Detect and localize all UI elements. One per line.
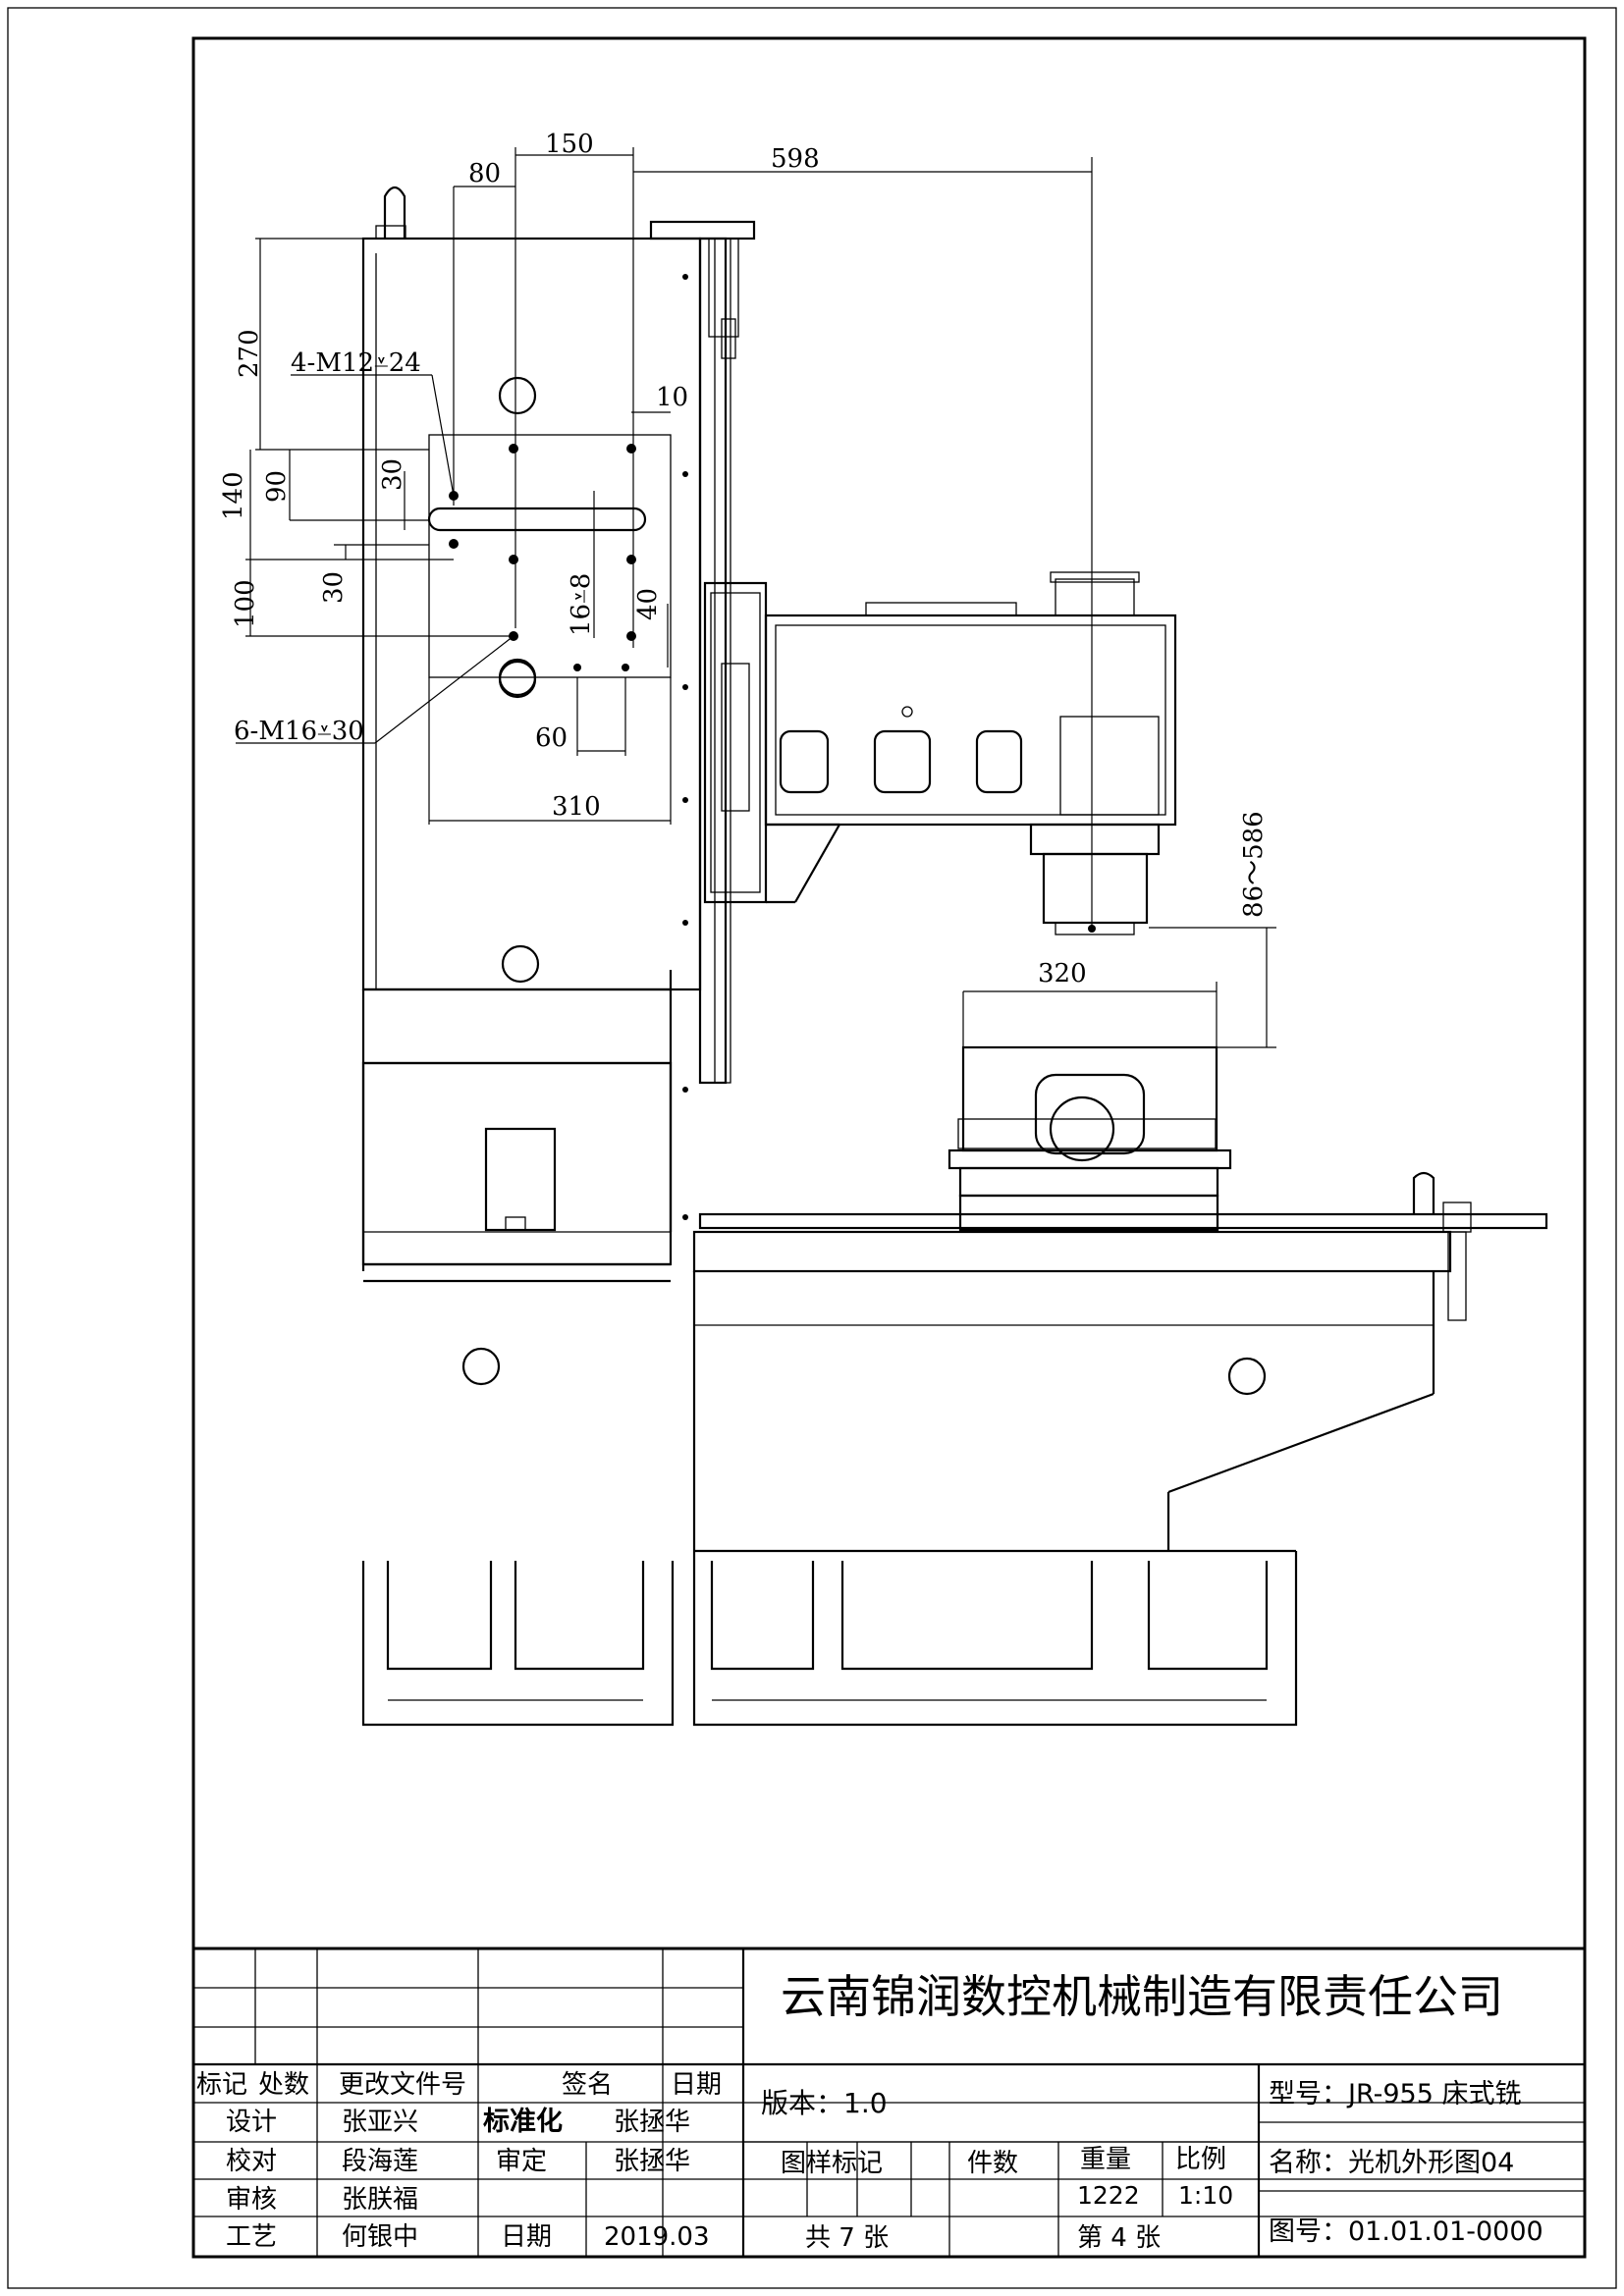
vise — [947, 1045, 1232, 1232]
hdr-doc: 更改文件号 — [339, 2070, 466, 2100]
weight-label: 重量 — [1080, 2145, 1131, 2174]
ratio-label: 比例 — [1175, 2145, 1226, 2174]
bed-base — [461, 1127, 1467, 1561]
hdr-sign: 签名 — [562, 2070, 613, 2100]
date-value: 2019.03 — [604, 2222, 710, 2252]
title-block-text: 云南锦润数控机械制造有限责任公司 标记 处数 更改文件号 签名 日期 设计 张亚… — [196, 1970, 1543, 2253]
worktable — [698, 1171, 1548, 1233]
dim-10: 10 — [656, 383, 688, 412]
dim-140: 140 — [219, 471, 248, 520]
design-label: 设计 — [226, 2108, 277, 2137]
dim-90: 90 — [262, 470, 292, 503]
dim-150: 150 — [545, 130, 594, 159]
title-block — [193, 1947, 1585, 2257]
outer-border — [7, 7, 1617, 2289]
column-guide-rail — [649, 220, 756, 1085]
total-sheets: 共 7 张 — [805, 2223, 889, 2253]
hdr-mark: 标记 — [196, 2070, 247, 2100]
headstock-body — [764, 571, 1177, 827]
weight-value: 1222 — [1077, 2181, 1140, 2210]
plate-holes — [449, 444, 636, 697]
lifting-eye — [375, 186, 406, 240]
sheet-no: 第 4 张 — [1077, 2223, 1161, 2253]
review-label: 审核 — [226, 2185, 277, 2215]
design-name: 张亚兴 — [342, 2108, 418, 2137]
check-label: 校对 — [226, 2147, 277, 2176]
dim-16-depth-8: 16⩡8 — [567, 573, 596, 636]
column-pins — [682, 274, 688, 1220]
dim-40: 40 — [633, 588, 663, 620]
check-name: 段海莲 — [342, 2147, 418, 2176]
hdr-count: 处数 — [258, 2070, 309, 2100]
dim-30-lower: 30 — [319, 571, 349, 604]
dim-270: 270 — [235, 329, 264, 378]
version: 版本：1.0 — [761, 2087, 888, 2119]
dim-86-586: 86～586 — [1239, 811, 1269, 918]
std-name: 张拯华 — [614, 2108, 690, 2137]
process-name: 何银中 — [342, 2222, 418, 2252]
dim-30-upper: 30 — [378, 458, 407, 491]
pieces-label: 件数 — [967, 2149, 1018, 2178]
column-body — [361, 237, 702, 1283]
part-name: 名称：光机外形图04 — [1269, 2148, 1514, 2178]
mounting-plate — [427, 434, 672, 678]
hdr-date: 日期 — [671, 2070, 722, 2100]
model: 型号：JR-955 床式铣 — [1269, 2079, 1522, 2109]
thread-m12: 4-M12⩡24 — [291, 348, 421, 378]
dim-60: 60 — [535, 723, 568, 753]
approve-name: 张拯华 — [614, 2147, 690, 2176]
drawing-frame — [191, 36, 1587, 2259]
ratio-value: 1:10 — [1178, 2181, 1233, 2210]
thread-m16: 6-M16⩡30 — [234, 717, 364, 746]
process-label: 工艺 — [226, 2222, 277, 2252]
approve-label: 审定 — [496, 2147, 547, 2176]
dim-320: 320 — [1038, 959, 1087, 988]
column-holes — [498, 376, 540, 984]
dim-598: 598 — [771, 144, 820, 174]
company-name: 云南锦润数控机械制造有限责任公司 — [781, 1970, 1503, 2023]
dimension-labels: 150 80 598 270 140 90 30 30 100 10 16⩡8 … — [219, 130, 1269, 988]
dimension-lines — [236, 147, 1276, 1048]
std-label: 标准化 — [483, 2107, 563, 2137]
dim-80: 80 — [468, 159, 501, 188]
dim-100: 100 — [231, 579, 260, 628]
spindle — [1029, 823, 1161, 935]
drawing-no: 图号：01.01.01-0000 — [1269, 2216, 1543, 2247]
review-name: 张朕福 — [342, 2185, 418, 2215]
dim-310: 310 — [552, 792, 601, 822]
bed-feet — [361, 1551, 1298, 1727]
date-label: 日期 — [501, 2222, 552, 2252]
pattern-mark: 图样标记 — [781, 2149, 883, 2178]
